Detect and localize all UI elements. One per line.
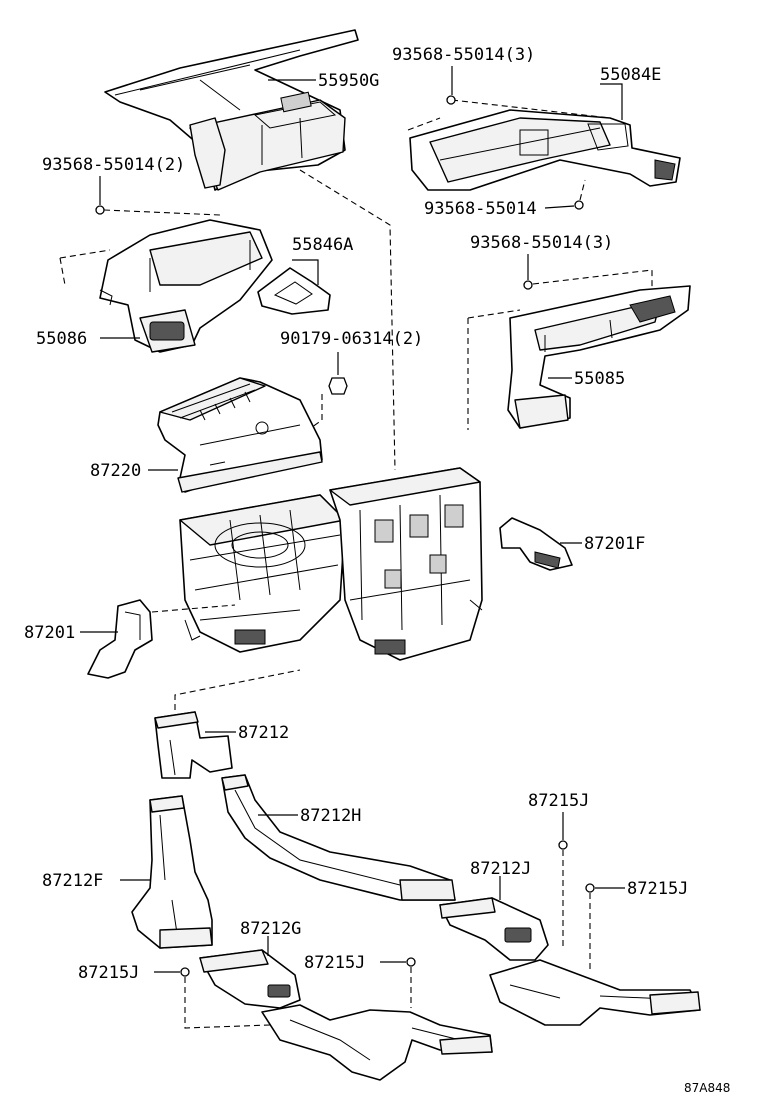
label-55085: 55085 [574, 369, 625, 389]
part-87201 [87, 599, 153, 679]
label-87212F: 87212F [42, 871, 103, 891]
label-87215J-d: 87215J [304, 953, 365, 973]
label-87215J-b: 87215J [627, 879, 688, 899]
part-87212H [221, 774, 456, 901]
label-93568-55014-3-right: 93568-55014(3) [470, 233, 613, 253]
label-87212G: 87212G [240, 919, 301, 939]
label-87212: 87212 [238, 723, 289, 743]
part-87212F [131, 795, 213, 949]
bolt-icon [574, 200, 584, 210]
part-55846A [257, 267, 331, 315]
bolt-icon [180, 967, 190, 977]
part-heater-unit [179, 467, 483, 661]
label-93568-55014-2: 93568-55014(2) [42, 155, 185, 175]
part-87212 [154, 711, 233, 779]
label-93568-55014-3-top: 93568-55014(3) [392, 45, 535, 65]
label-87212H: 87212H [300, 806, 361, 826]
part-55085 [507, 285, 691, 429]
part-87201F [499, 517, 573, 571]
label-55846A: 55846A [292, 235, 353, 255]
bolt-icon [523, 280, 533, 290]
label-55086: 55086 [36, 329, 87, 349]
label-87201: 87201 [24, 623, 75, 643]
part-55950G [104, 29, 359, 191]
label-55084E: 55084E [600, 65, 661, 85]
label-87201F: 87201F [584, 534, 645, 554]
label-90179-06314-2: 90179-06314(2) [280, 329, 423, 349]
part-87212J [439, 897, 549, 961]
label-87215J-c: 87215J [78, 963, 139, 983]
label-87215J-a: 87215J [528, 791, 589, 811]
label-87212J: 87212J [470, 859, 531, 879]
part-lower-right-duct [489, 959, 701, 1026]
bolt-icon [95, 205, 105, 215]
nut-icon [328, 377, 348, 395]
bolt-icon [406, 957, 416, 967]
label-55950G: 55950G [318, 71, 379, 91]
part-87212G [199, 949, 301, 1009]
part-87220 [157, 377, 323, 493]
label-87220: 87220 [90, 461, 141, 481]
bolt-icon [446, 95, 456, 105]
bolt-icon [585, 883, 595, 893]
part-55084E [409, 109, 681, 191]
diagram-reference: 87A848 [684, 1081, 730, 1095]
label-93568-55014-mid: 93568-55014 [424, 199, 537, 219]
part-55086 [99, 219, 273, 353]
bolt-icon [558, 840, 568, 850]
part-lower-center-duct [261, 1004, 493, 1081]
